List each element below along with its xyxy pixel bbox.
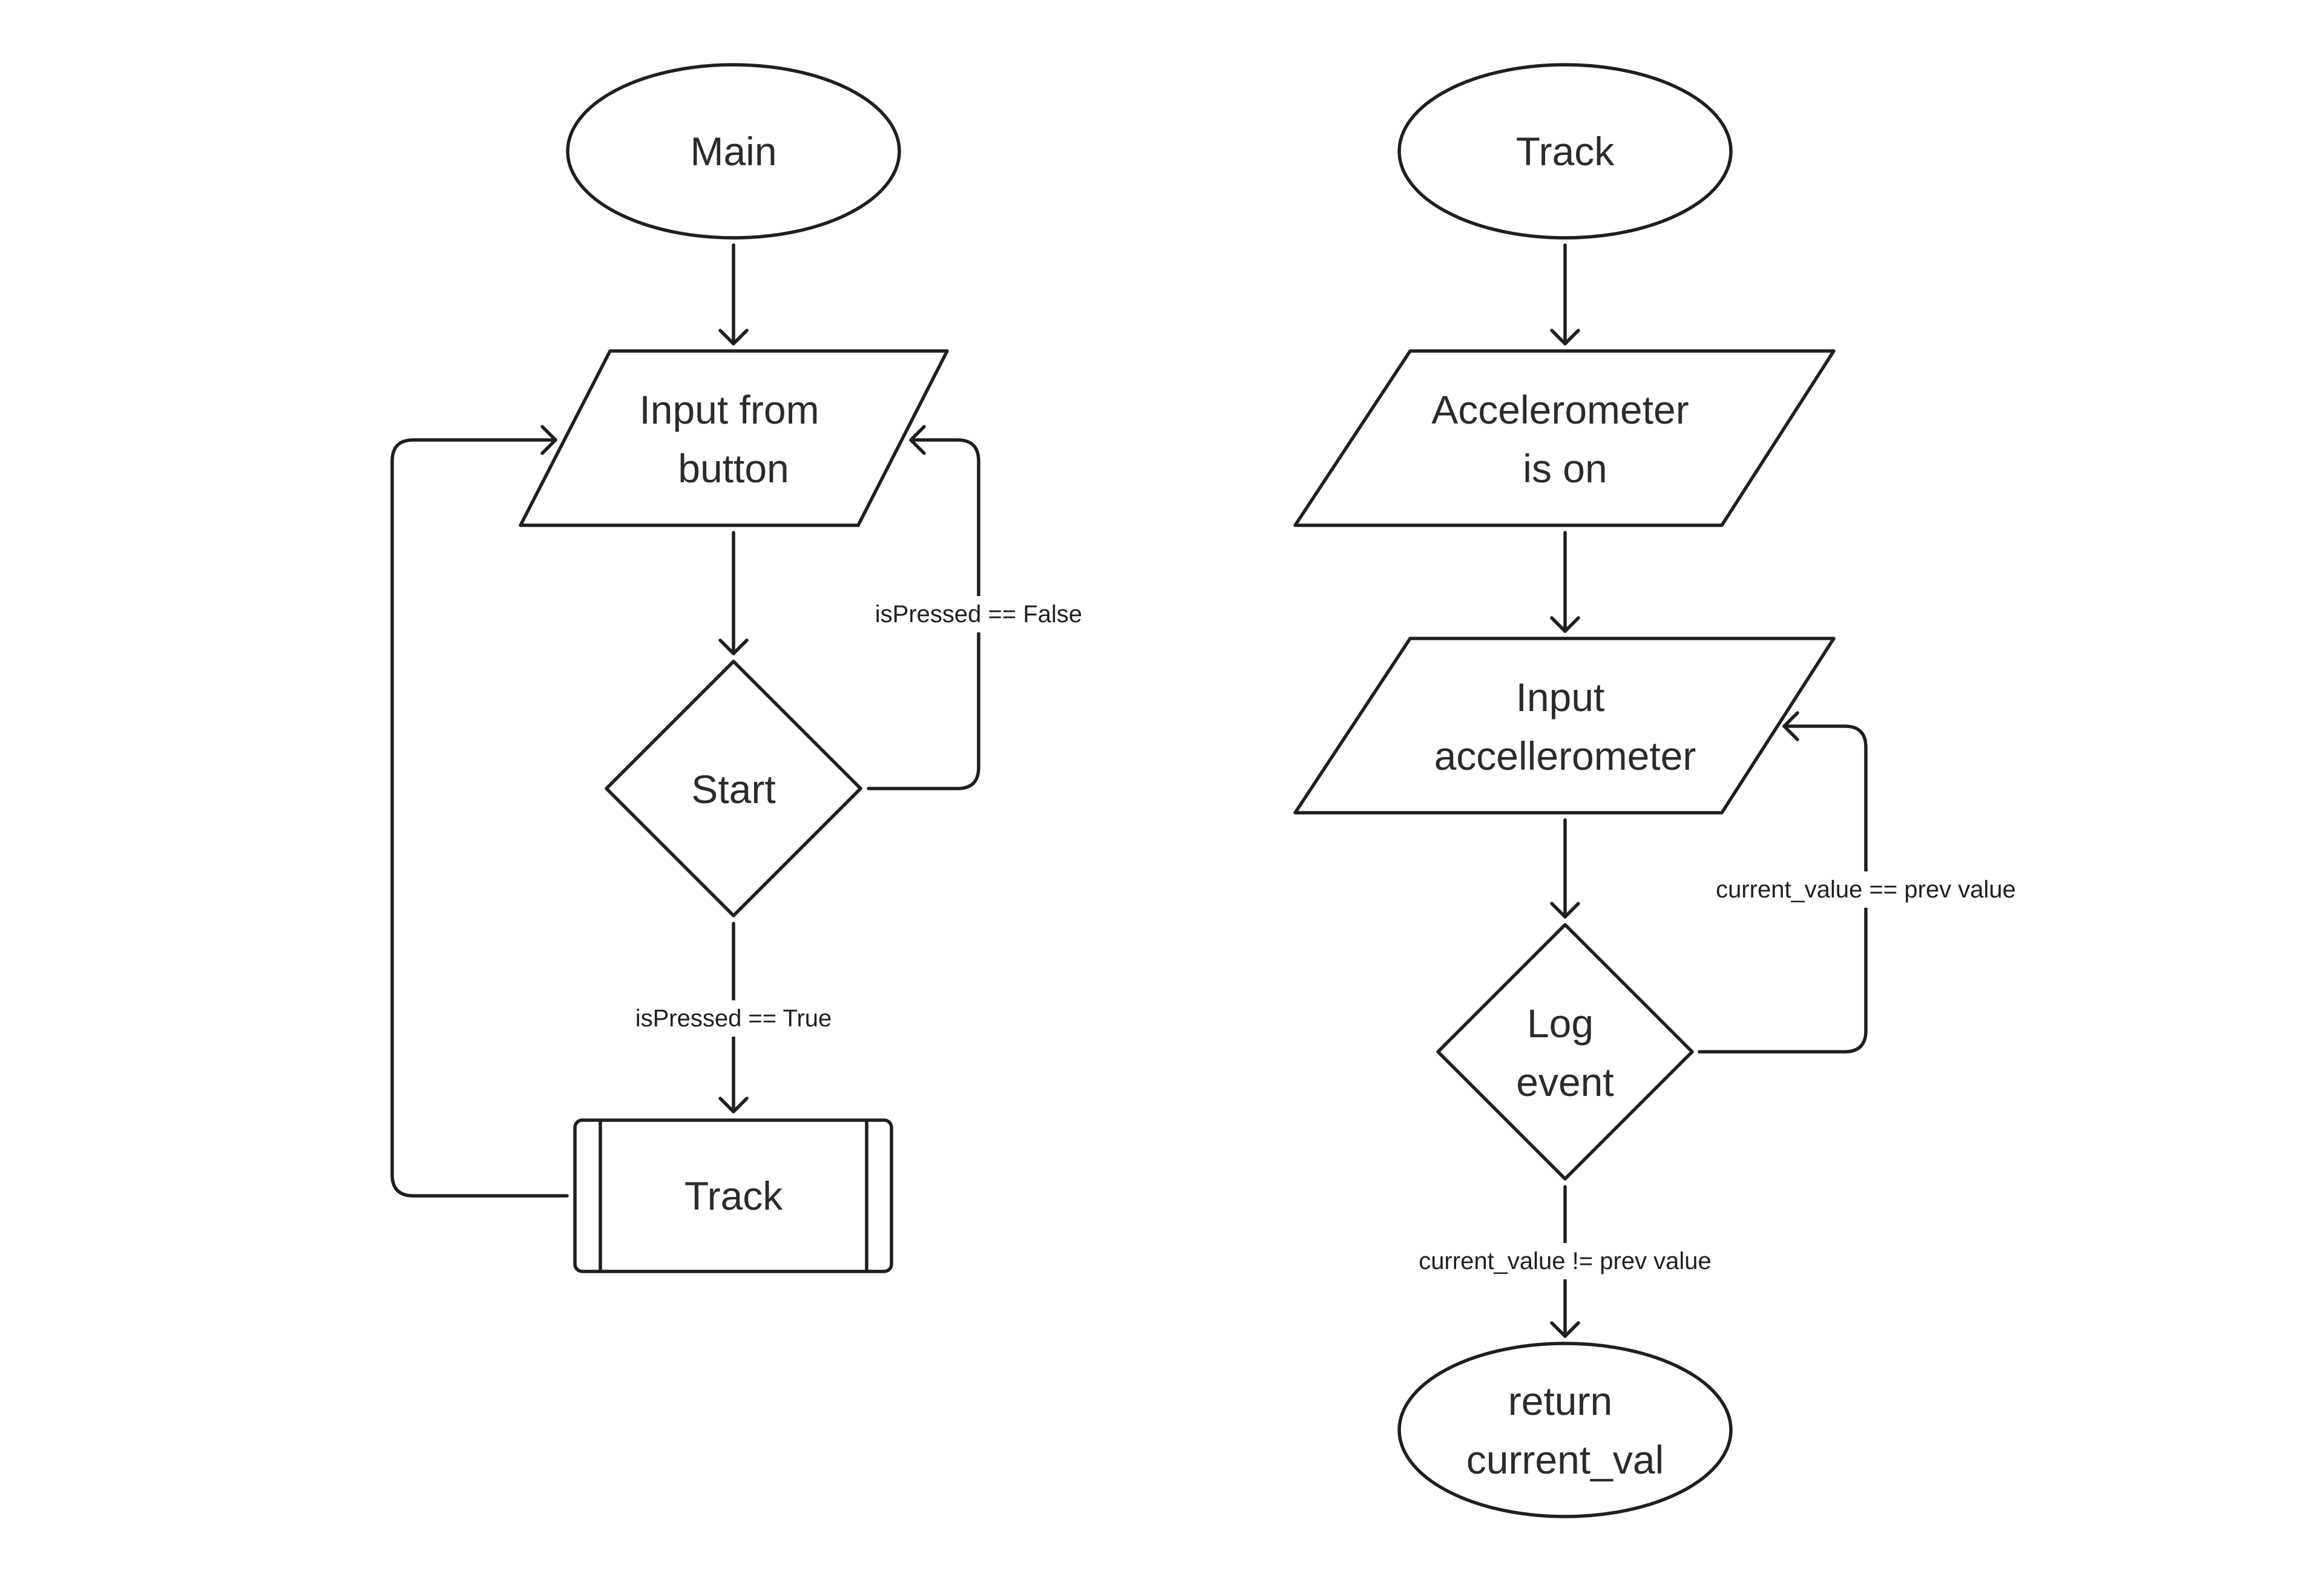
main-flow: Main Input from button Start [390, 63, 1092, 1273]
svg-text:current_value != prev value: current_value != prev value [1419, 1248, 1712, 1274]
track-end-label-line2: current_val [1466, 1437, 1664, 1482]
svg-text:isPressed == False: isPressed == False [875, 601, 1082, 628]
track-start-label: Track [1516, 129, 1615, 174]
main-edge-loop-back [390, 425, 569, 1198]
main-edge-input-to-decision [718, 531, 749, 655]
track-start-node[interactable]: Track [1397, 63, 1733, 240]
main-start-node[interactable]: Main [566, 63, 901, 240]
main-start-label: Main [690, 129, 776, 174]
track-input1-node[interactable]: Accelerometer is on [1293, 349, 1836, 527]
track-edge-input2-to-decision [1550, 818, 1580, 919]
track-input1-label-line1: Accelerometer [1431, 387, 1689, 432]
main-input-label-line1: Input from [639, 387, 819, 432]
main-edge-start-to-input [718, 243, 749, 346]
main-input-label-line2: button [678, 446, 789, 491]
track-end-node[interactable]: return current_val [1397, 1342, 1733, 1518]
track-decision-node[interactable]: Log event [1436, 923, 1694, 1181]
track-edge-start-to-input1 [1550, 243, 1580, 346]
main-subprocess-label: Track [684, 1173, 784, 1218]
track-input1-label-line2: is on [1523, 446, 1607, 491]
svg-text:isPressed == True: isPressed == True [635, 1005, 832, 1032]
track-edge-equal-label: current_value == prev value [1708, 871, 2024, 908]
track-input2-label-line2: accellerometer [1434, 733, 1696, 778]
main-decision-label: Start [691, 767, 775, 812]
main-edge-false-label: isPressed == False [865, 596, 1092, 632]
track-input2-node[interactable]: Input accellerometer [1293, 637, 1836, 815]
track-flow: Track Accelerometer is on Input acceller… [1293, 63, 2024, 1518]
track-input2-label-line1: Input [1516, 675, 1605, 720]
track-edge-input1-to-input2 [1550, 531, 1580, 633]
track-end-label-line1: return [1508, 1379, 1612, 1423]
svg-text:current_value == prev value: current_value == prev value [1716, 876, 2016, 903]
main-edge-true-label: isPressed == True [623, 1000, 844, 1037]
track-edge-not-equal-label: current_value != prev value [1411, 1243, 1719, 1279]
main-subprocess-node[interactable]: Track [573, 1118, 893, 1273]
track-decision-label-line1: Log [1527, 1001, 1594, 1046]
main-input-node[interactable]: Input from button [519, 349, 949, 527]
track-decision-label-line2: event [1516, 1060, 1613, 1104]
main-decision-node[interactable]: Start [605, 660, 862, 917]
